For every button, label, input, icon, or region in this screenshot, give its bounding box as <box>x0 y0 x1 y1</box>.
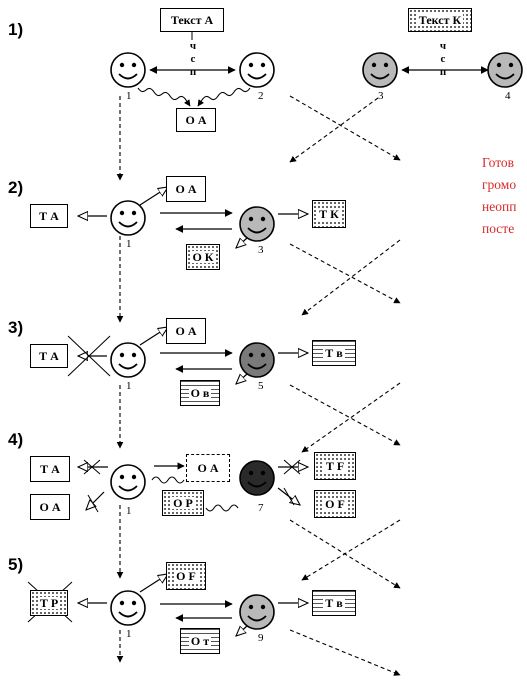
smiley-1-row4 <box>110 464 146 500</box>
oa-box-row3: О А <box>166 318 206 344</box>
agent-number: 1 <box>126 505 132 517</box>
step-label-4: 4) <box>8 430 24 449</box>
flow-arrows <box>116 95 401 676</box>
agent-number: 4 <box>505 90 511 102</box>
row4 <box>78 459 308 513</box>
smiley-2-row1 <box>239 52 275 88</box>
tk-box-row2: Т К <box>312 200 346 228</box>
row2 <box>78 187 308 248</box>
of-box-row5: О F <box>166 562 206 590</box>
tb-box-row3: Т в <box>312 340 356 366</box>
smiley-3-row2 <box>239 206 275 242</box>
channel-letters-left: ч с п <box>189 40 197 78</box>
agent-number: 5 <box>258 380 264 392</box>
oa-box-row4-left: О А <box>30 494 70 520</box>
smiley-1-row3 <box>110 342 146 378</box>
smiley-5-row3 <box>239 342 275 378</box>
smiley-4-row1 <box>487 52 523 88</box>
smiley-3-row1 <box>362 52 398 88</box>
smiley-1-row2 <box>110 200 146 236</box>
smiley-9-row5 <box>239 594 275 630</box>
oa-box-row2: О А <box>166 176 206 202</box>
channel-letters-right: ч с п <box>439 40 447 78</box>
op-box-row4: О Р <box>162 490 204 516</box>
ok-box-row2: О К <box>186 244 220 270</box>
ot-box-row5: О т <box>180 628 220 654</box>
ta-box-row3: Т А <box>30 344 68 368</box>
step-label-3: 3) <box>8 318 24 337</box>
agent-number: 3 <box>258 244 264 256</box>
step-label-2: 2) <box>8 178 24 197</box>
oa-box-row1: О А <box>176 108 216 132</box>
agent-number: 1 <box>126 238 132 250</box>
agent-number: 1 <box>126 628 132 640</box>
step-label-1: 1) <box>8 20 24 39</box>
oa-box-row4-dashed: О А <box>186 454 230 482</box>
smiley-7-row4 <box>239 460 275 496</box>
smiley-1-row5 <box>110 590 146 626</box>
agent-number: 2 <box>258 90 264 102</box>
step-label-5: 5) <box>8 555 24 574</box>
ta-box-row4: Т А <box>30 456 70 482</box>
ta-box-row2: Т А <box>30 204 68 228</box>
text-a-box: Текст А <box>160 8 224 32</box>
agent-number: 9 <box>258 632 264 644</box>
of-box-row4: О F <box>314 490 356 518</box>
agent-number: 7 <box>258 502 264 514</box>
row3 <box>67 327 308 384</box>
agent-number: 1 <box>126 380 132 392</box>
agent-number: 3 <box>378 90 384 102</box>
smiley-1-row1 <box>110 52 146 88</box>
ob-box-row3: О в <box>180 380 220 406</box>
tp-box-row5: Т Р <box>30 590 68 616</box>
tb-box-row5: Т в <box>312 590 356 616</box>
text-k-box: Текст К <box>408 8 472 32</box>
coil-right <box>197 87 251 107</box>
row1 <box>110 32 523 107</box>
coil-left <box>137 87 191 107</box>
tf-box-row4: Т F <box>314 452 356 480</box>
side-text: Готов громо неопп посте <box>482 155 517 236</box>
agent-number: 1 <box>126 90 132 102</box>
